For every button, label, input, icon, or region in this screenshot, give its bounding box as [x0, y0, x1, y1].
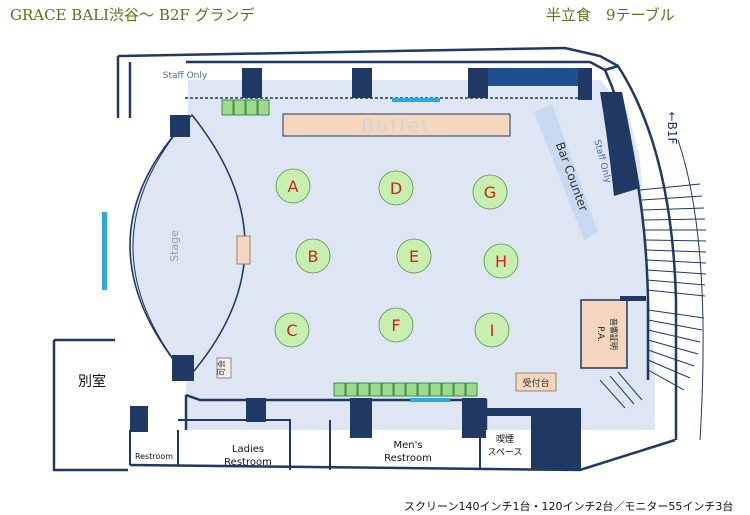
table-e: E: [396, 238, 432, 274]
smoking-sub-label: スペース: [488, 448, 523, 458]
table-h: H: [483, 243, 519, 279]
stage-inner-curve: [132, 121, 186, 373]
buffet-label: Buffet: [361, 115, 431, 137]
bar-counter: [534, 104, 598, 240]
mc-podium: [216, 357, 232, 379]
table-c: C: [274, 312, 310, 348]
table-label: B: [308, 247, 319, 266]
reception-label: 受付台: [522, 377, 549, 389]
bottom-columns: [130, 398, 581, 470]
pa-wall: [620, 296, 646, 301]
private-room-label: 別室: [78, 373, 106, 390]
table-circle: [483, 243, 519, 279]
table-d: D: [378, 170, 414, 206]
table-i: I: [474, 312, 510, 348]
table-label: F: [391, 316, 400, 335]
table-label: C: [286, 321, 297, 340]
top-columns: [170, 68, 592, 381]
table-g: G: [472, 174, 508, 210]
chairs-top: [221, 99, 270, 116]
screen-top: [392, 98, 440, 102]
table-circle: [472, 174, 508, 210]
table-a: A: [275, 168, 311, 204]
stage-step: [236, 235, 251, 265]
table-b: B: [295, 238, 331, 274]
table-circle: [378, 170, 414, 206]
table-label: D: [390, 179, 402, 198]
pa-label: P.A.: [595, 326, 605, 342]
table-label: A: [288, 177, 299, 196]
screen-bottom: [410, 398, 450, 402]
table-circle: [474, 312, 510, 348]
staff-only-top-label: Staff Only: [163, 71, 208, 81]
pa-booth: [580, 299, 628, 369]
staircase: [599, 139, 707, 441]
table-label: I: [490, 321, 495, 340]
tables-layer: A D G B E H C F I: [274, 168, 519, 348]
table-label: E: [409, 247, 419, 266]
table-circle: [378, 307, 414, 343]
table-circle: [396, 238, 432, 274]
table-circle: [275, 168, 311, 204]
table-label: H: [495, 252, 507, 271]
b1f-label: ←B1F: [665, 112, 679, 145]
venue-title: GRACE BALI渋谷～ B2F グランデ: [10, 6, 255, 24]
layout-subtitle: 半立食 9テーブル: [546, 6, 675, 24]
table-f: F: [378, 307, 414, 343]
staff-only-block: [600, 92, 640, 196]
buffet-table: [282, 113, 511, 137]
ladies-label: Ladies: [232, 444, 264, 455]
pa-sub-label: 音響証明: [609, 318, 619, 350]
mc-podium-label: 司会: [216, 360, 226, 376]
chairs-bottom: [333, 382, 478, 397]
stage-label: Stage: [168, 230, 181, 262]
mens-sub-label: Restroom: [384, 453, 432, 464]
restroom-small-label: Restroom: [135, 452, 173, 461]
smoking-label: 喫煙: [496, 433, 514, 445]
table-label: G: [484, 183, 496, 202]
equipment-note: スクリーン140インチ1台・120インチ2台／モニター55インチ3台: [404, 500, 734, 513]
table-circle: [295, 238, 331, 274]
mens-label: Men's: [393, 440, 422, 451]
ladies-sub-label: Restroom: [224, 457, 272, 468]
reception-desk: [515, 372, 557, 392]
screen-stage: [102, 212, 107, 290]
table-circle: [274, 312, 310, 348]
